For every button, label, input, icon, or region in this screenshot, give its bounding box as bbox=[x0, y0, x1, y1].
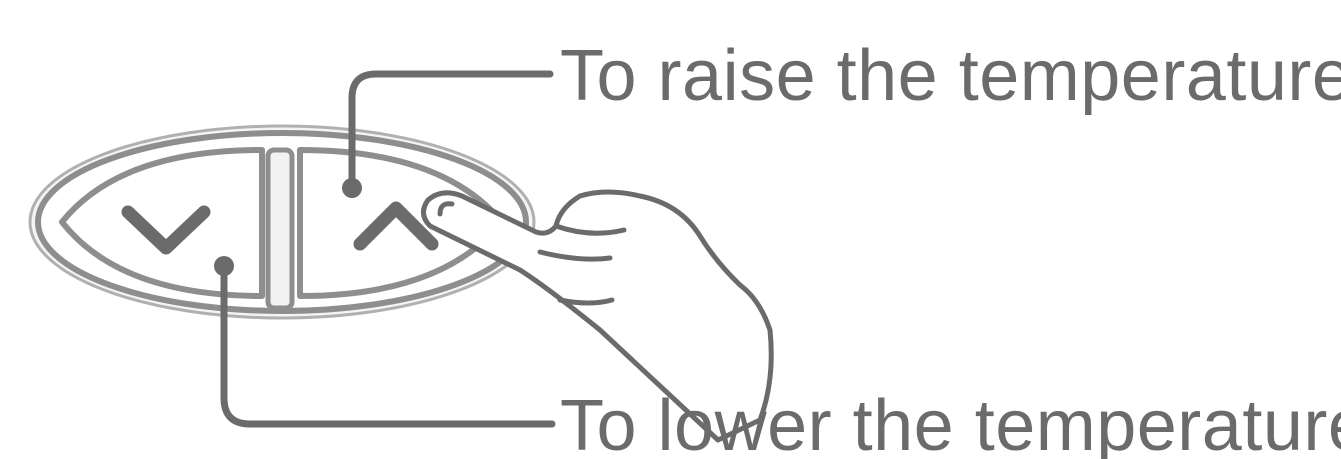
raise-callout-label: To raise the temperature bbox=[560, 36, 1341, 116]
lower-callout-label: To lower the temperature bbox=[560, 386, 1341, 459]
raise-callout-dot bbox=[342, 178, 362, 198]
lower-callout-dot bbox=[214, 256, 234, 276]
